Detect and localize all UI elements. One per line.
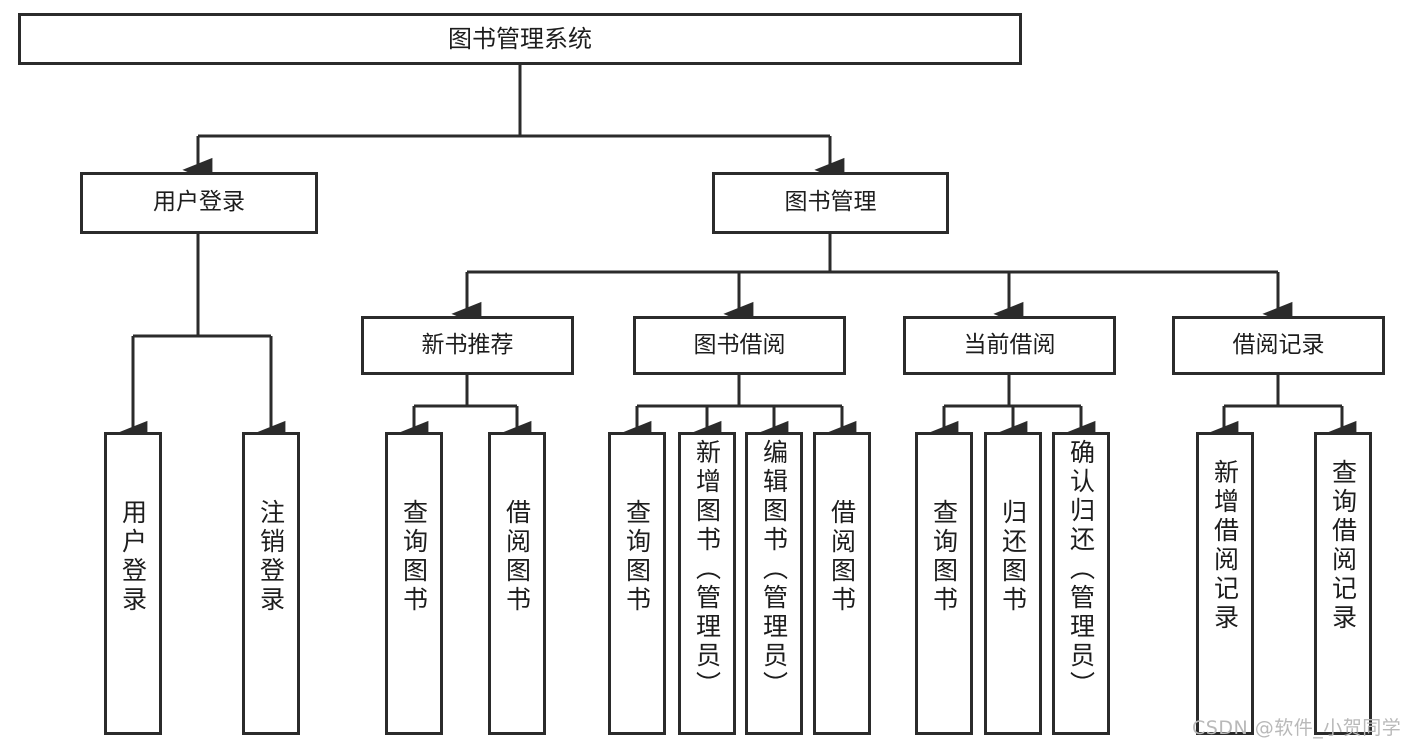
leaf-confirm-return[interactable]: 确认归还（管理员）	[1052, 432, 1110, 735]
node-label: 查询图书	[929, 499, 959, 615]
leaf-query-book-borrow[interactable]: 查询图书	[608, 432, 666, 735]
node-label: 新增图书（管理员）	[692, 439, 722, 700]
node-label: 查询借阅记录	[1328, 459, 1358, 633]
node-user-login[interactable]: 用户登录	[80, 172, 318, 234]
node-label: 注销登录	[256, 499, 286, 615]
node-label: 新书推荐	[421, 331, 514, 358]
node-label: 用户登录	[118, 499, 148, 615]
leaf-borrow-book[interactable]: 借阅图书	[813, 432, 871, 735]
leaf-add-book[interactable]: 新增图书（管理员）	[678, 432, 736, 735]
leaf-query-borrow-record[interactable]: 查询借阅记录	[1314, 432, 1372, 735]
leaf-query-book-current[interactable]: 查询图书	[915, 432, 973, 735]
node-label: 确认归还（管理员）	[1066, 439, 1096, 700]
node-book-management-system[interactable]: 图书管理系统	[18, 13, 1022, 65]
leaf-add-borrow-record[interactable]: 新增借阅记录	[1196, 432, 1254, 735]
node-label: 借阅图书	[827, 499, 857, 615]
node-label: 查询图书	[399, 499, 429, 615]
leaf-logout-login[interactable]: 注销登录	[242, 432, 300, 735]
node-label: 新增借阅记录	[1210, 459, 1240, 633]
node-book-management[interactable]: 图书管理	[712, 172, 949, 234]
node-label: 编辑图书（管理员）	[759, 439, 789, 700]
leaf-edit-book[interactable]: 编辑图书（管理员）	[745, 432, 803, 735]
node-book-borrow[interactable]: 图书借阅	[633, 316, 846, 375]
node-label: 图书管理	[784, 189, 877, 216]
node-label: 当前借阅	[963, 331, 1056, 358]
node-new-book-recommend[interactable]: 新书推荐	[361, 316, 574, 375]
leaf-user-login[interactable]: 用户登录	[104, 432, 162, 735]
node-label: 借阅记录	[1232, 331, 1325, 358]
node-label: 查询图书	[622, 499, 652, 615]
node-label: 图书借阅	[693, 331, 786, 358]
node-label: 图书管理系统	[448, 24, 592, 53]
leaf-query-book-recommend[interactable]: 查询图书	[385, 432, 443, 735]
node-borrow-record[interactable]: 借阅记录	[1172, 316, 1385, 375]
csdn-watermark: CSDN @软件_小贺同学	[1192, 717, 1402, 739]
leaf-borrow-book-recommend[interactable]: 借阅图书	[488, 432, 546, 735]
node-label: 归还图书	[998, 499, 1028, 615]
node-current-borrow[interactable]: 当前借阅	[903, 316, 1116, 375]
node-label: 借阅图书	[502, 499, 532, 615]
leaf-return-book[interactable]: 归还图书	[984, 432, 1042, 735]
node-label: 用户登录	[153, 189, 245, 216]
